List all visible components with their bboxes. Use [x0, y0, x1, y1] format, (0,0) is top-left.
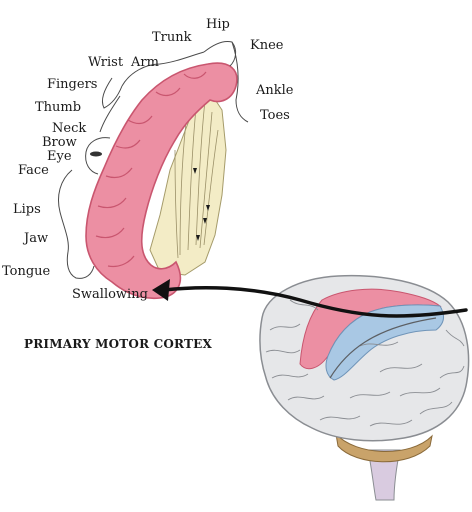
figure-caption: PRIMARY MOTOR CORTEX [24, 337, 212, 351]
cortex-cross-section [58, 41, 249, 300]
label-swallowing: Swallowing [72, 287, 148, 302]
white-matter [149, 91, 227, 276]
whole-brain [259, 274, 470, 501]
label-hip: Hip [206, 17, 230, 32]
label-trunk: Trunk [152, 30, 192, 45]
label-eye: Eye [47, 149, 72, 164]
label-face: Face [18, 163, 49, 178]
label-knee: Knee [250, 38, 284, 53]
label-tongue: Tongue [2, 264, 51, 279]
label-lips: Lips [13, 202, 41, 217]
label-wrist: Wrist [88, 55, 124, 70]
pons [335, 432, 433, 463]
label-fingers: Fingers [47, 77, 98, 92]
brainstem [367, 449, 401, 501]
motor-cortex-band [85, 62, 238, 300]
label-arm: Arm [131, 55, 159, 70]
label-thumb: Thumb [35, 100, 82, 115]
sensory-strip [325, 304, 444, 381]
label-ankle: Ankle [256, 83, 294, 98]
label-toes: Toes [260, 108, 290, 123]
label-brow: Brow [42, 135, 77, 150]
label-neck: Neck [52, 121, 87, 136]
label-jaw: Jaw [24, 231, 49, 246]
pointer-arrow [152, 279, 468, 318]
